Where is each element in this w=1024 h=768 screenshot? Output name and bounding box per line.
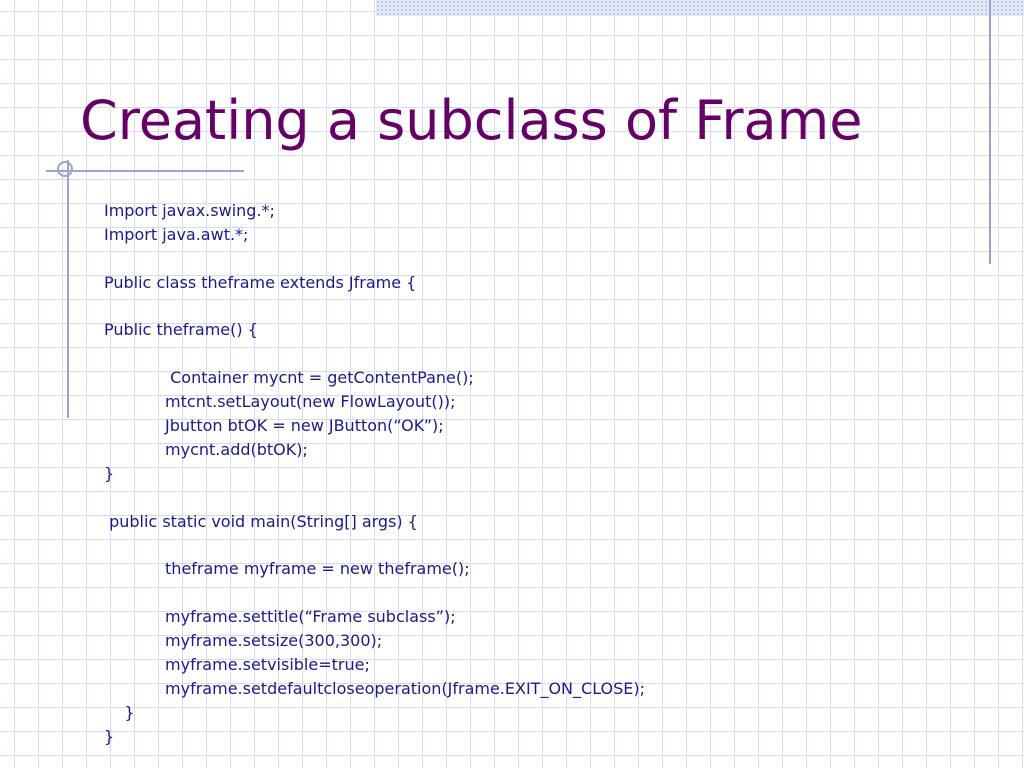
top-decorative-strip <box>376 0 1024 16</box>
code-line: Container mycnt = getContentPane(); <box>104 368 474 388</box>
code-line <box>104 486 645 510</box>
code-listing: Import javax.swing.*; Import java.awt.*;… <box>104 199 645 748</box>
code-line <box>104 581 645 605</box>
code-line: mtcnt.setLayout(new FlowLayout()); <box>104 392 456 412</box>
code-line <box>104 295 645 319</box>
left-vertical-rule <box>67 160 69 418</box>
code-line: } <box>104 463 115 483</box>
code-line: Import javax.swing.*; <box>104 201 275 220</box>
code-line: mycnt.add(btOK); <box>104 439 308 459</box>
code-line: Jbutton btOK = new JButton(“OK”); <box>104 416 444 436</box>
code-line: } <box>104 702 135 722</box>
code-line: myframe.setsize(300,300); <box>104 631 383 651</box>
code-line <box>104 533 645 557</box>
code-line: Public class theframe extends Jframe { <box>104 272 417 292</box>
right-vertical-rule <box>989 0 991 264</box>
code-line: } <box>104 726 115 746</box>
code-line: myframe.settitle(“Frame subclass”); <box>104 607 456 627</box>
code-line <box>104 342 645 366</box>
slide-title: Creating a subclass of Frame <box>80 89 863 152</box>
code-line <box>104 247 645 271</box>
code-line: Public theframe() { <box>104 320 258 340</box>
code-line: public static void main(String[] args) { <box>104 511 418 531</box>
ring-ornament-icon <box>57 161 73 177</box>
title-underline-rule <box>46 170 244 172</box>
code-line: myframe.setdefaultcloseoperation(Jframe.… <box>104 678 646 698</box>
code-line: myframe.setvisible=true; <box>104 654 370 674</box>
code-line: theframe myframe = new theframe(); <box>104 559 470 579</box>
code-line: Import java.awt.*; <box>104 224 249 244</box>
